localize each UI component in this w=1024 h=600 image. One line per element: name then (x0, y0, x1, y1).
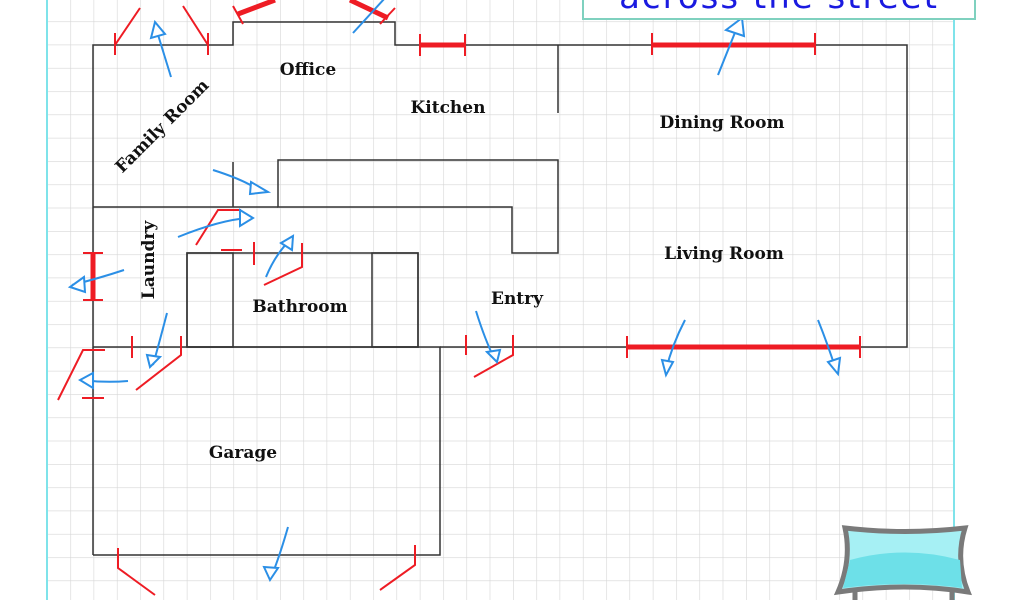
banner-text: across the street (619, 0, 939, 17)
traffic-flow-arrows (67, 0, 842, 583)
windows (83, 0, 861, 358)
room-label-dining-room: Dining Room (660, 113, 785, 133)
doors (57, 5, 514, 596)
tent-canopy-icon (833, 525, 972, 600)
room-label-garage: Garage (209, 443, 277, 463)
kitchen-counter (277, 159, 559, 254)
bathroom-fixture-right (371, 252, 419, 348)
room-label-kitchen: Kitchen (411, 98, 486, 118)
room-label-entry: Entry (491, 289, 544, 309)
room-label-laundry: Laundry (139, 220, 159, 300)
across-the-street-banner: across the street (582, 0, 976, 20)
bathroom-fixture-left (186, 252, 234, 348)
room-label-bathroom: Bathroom (252, 297, 347, 317)
graph-paper-grid (47, 0, 954, 600)
room-label-office: Office (280, 60, 337, 80)
room-label-living-room: Living Room (664, 244, 784, 264)
